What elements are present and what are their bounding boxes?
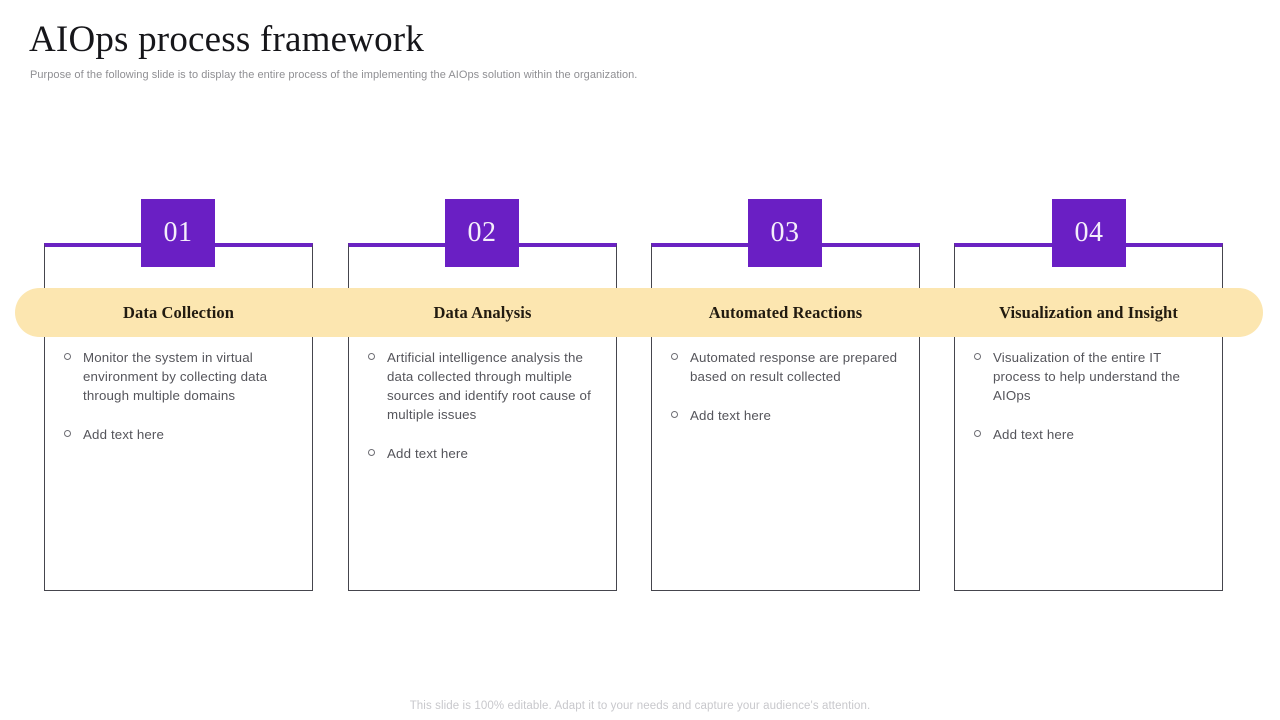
step-2-body: Artificial intelligence analysis the dat…: [349, 348, 616, 463]
step-number-badge-4: 04: [1052, 199, 1126, 267]
list-item: Monitor the system in virtual environmen…: [57, 348, 298, 405]
circle-bullet-icon: [671, 411, 678, 418]
list-item-text[interactable]: Add text here: [690, 408, 772, 423]
process-step-card-1[interactable]: Monitor the system in virtual environmen…: [44, 243, 313, 591]
step-4-bullet-list: Visualization of the entire IT process t…: [967, 348, 1208, 444]
process-step-card-3[interactable]: Automated response are prepared based on…: [651, 243, 920, 591]
list-item: Artificial intelligence analysis the dat…: [361, 348, 602, 424]
circle-bullet-icon: [974, 353, 981, 360]
step-title-1: Data Collection: [122, 302, 235, 322]
list-item-text[interactable]: Add text here: [387, 446, 469, 461]
list-item: Add text here: [967, 425, 1208, 444]
circle-bullet-icon: [974, 430, 981, 437]
list-item: Add text here: [664, 406, 905, 425]
list-item-text: Visualization of the entire IT process t…: [993, 350, 1181, 403]
page-title: AIOps process framework: [29, 19, 425, 60]
step-title-4: Visualization and Insight: [999, 302, 1178, 322]
step-2-bullet-list: Artificial intelligence analysis the dat…: [361, 348, 602, 463]
step-title-2: Data Analysis: [433, 302, 532, 322]
list-item-text[interactable]: Add text here: [993, 427, 1075, 442]
list-item-text: Automated response are prepared based on…: [690, 350, 898, 384]
list-item: Automated response are prepared based on…: [664, 348, 905, 386]
circle-bullet-icon: [64, 353, 71, 360]
list-item-text: Artificial intelligence analysis the dat…: [387, 350, 591, 422]
step-1-body: Monitor the system in virtual environmen…: [45, 348, 312, 444]
step-number-badge-2: 02: [445, 199, 519, 267]
step-4-body: Visualization of the entire IT process t…: [955, 348, 1222, 444]
step-number-badge-1: 01: [141, 199, 215, 267]
circle-bullet-icon: [671, 353, 678, 360]
step-title-band: [15, 288, 1263, 337]
step-title-3: Automated Reactions: [708, 302, 863, 322]
list-item: Visualization of the entire IT process t…: [967, 348, 1208, 405]
circle-bullet-icon: [368, 449, 375, 456]
footer-note: This slide is 100% editable. Adapt it to…: [409, 700, 871, 712]
page-subtitle: Purpose of the following slide is to dis…: [30, 69, 638, 81]
list-item: Add text here: [57, 425, 298, 444]
list-item-text: Monitor the system in virtual environmen…: [83, 350, 268, 403]
list-item: Add text here: [361, 444, 602, 463]
step-3-body: Automated response are prepared based on…: [652, 348, 919, 425]
circle-bullet-icon: [368, 353, 375, 360]
step-1-bullet-list: Monitor the system in virtual environmen…: [57, 348, 298, 444]
list-item-text[interactable]: Add text here: [83, 427, 165, 442]
circle-bullet-icon: [64, 430, 71, 437]
step-3-bullet-list: Automated response are prepared based on…: [664, 348, 905, 425]
step-number-badge-3: 03: [748, 199, 822, 267]
